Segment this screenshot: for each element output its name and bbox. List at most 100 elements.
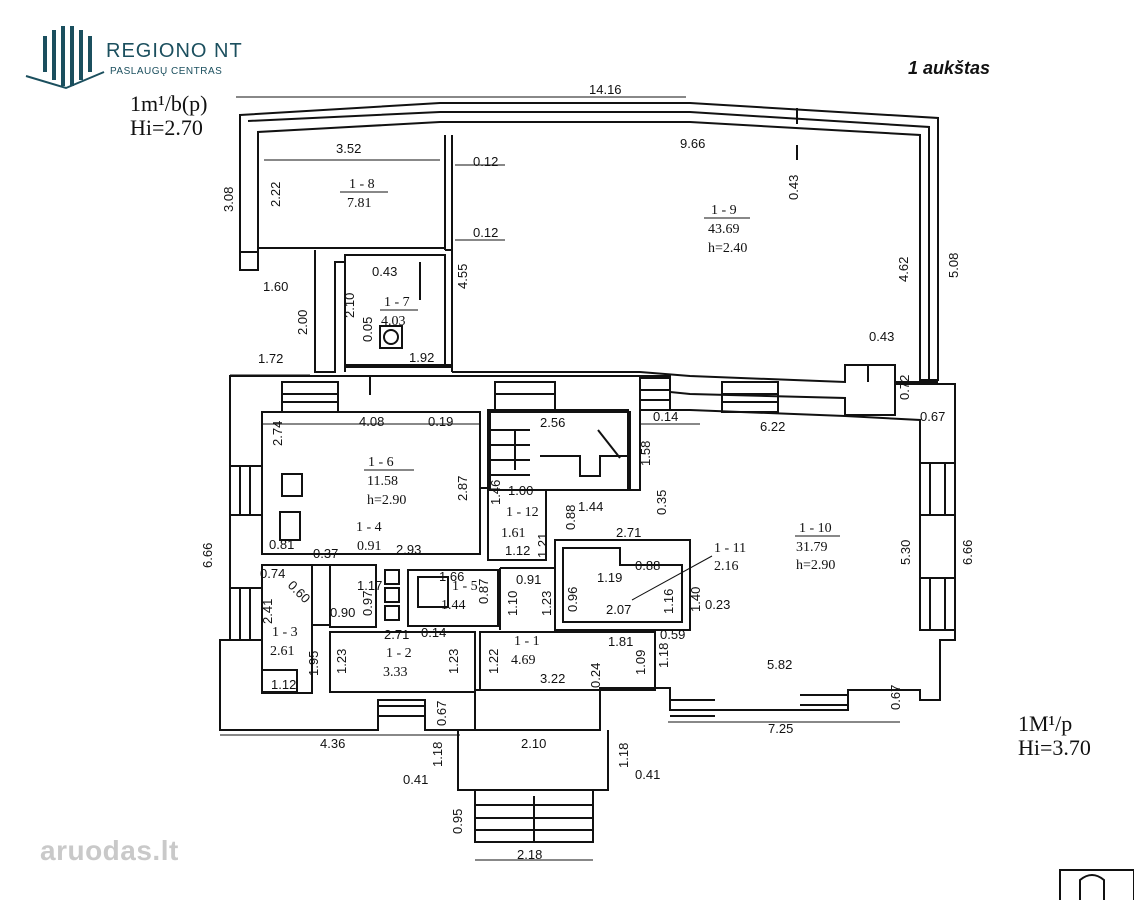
dim-label: 1.12 (271, 677, 296, 692)
dim-label: 1.09 (633, 650, 648, 675)
dim-label: 1.17 (357, 578, 382, 593)
dim-label: 2.10 (521, 736, 546, 751)
annotation-line2: Hi=2.70 (130, 115, 203, 140)
dim-label: 1.23 (539, 591, 554, 616)
dim-label: 2.71 (384, 627, 409, 642)
dim-label: 0.96 (565, 587, 580, 612)
dim-label: 0.90 (330, 605, 355, 620)
dim-label: 0.88 (635, 558, 660, 573)
annotation-line1: 1m¹/b(p) (130, 91, 208, 116)
dim-label: 7.25 (768, 721, 793, 736)
watermark: aruodas.lt (40, 835, 179, 866)
room-area: 1.44 (441, 598, 466, 613)
dim-label: 1.22 (486, 649, 501, 674)
dim-label: 1.81 (608, 634, 633, 649)
toilet-icon (379, 325, 403, 349)
room-area: 11.58 (367, 474, 398, 489)
room-id: 1 - 2 (386, 646, 412, 661)
room-area: 3.33 (383, 665, 408, 680)
room-area: 1.61 (501, 526, 526, 541)
dim-label: 6.22 (760, 419, 785, 434)
dim-label: 4.08 (359, 414, 384, 429)
dim-label: 1.40 (688, 587, 703, 612)
dim-label: 1.95 (306, 651, 321, 676)
dim-label: 2.22 (268, 182, 283, 207)
dim-label: 0.97 (360, 591, 375, 616)
dim-label: 0.24 (588, 663, 603, 688)
annotation-top-left: 1m¹/b(p) Hi=2.70 (130, 92, 207, 140)
dim-label: 0.91 (516, 572, 541, 587)
room-id: 1 - 4 (356, 520, 382, 535)
room-area: 4.03 (381, 314, 406, 329)
room-height: h=2.90 (367, 493, 406, 508)
room-1-5-outline (407, 569, 499, 627)
room-area: 7.81 (347, 196, 372, 211)
logo-title: REGIONO NT (106, 40, 243, 62)
room-1-2-outline (329, 631, 476, 693)
dim-label: 6.66 (960, 540, 975, 565)
dim-label: 2.93 (396, 542, 421, 557)
dim-label: 0.59 (660, 627, 685, 642)
floor-label: 1 aukštas (908, 58, 991, 78)
dim-label: 0.12 (473, 154, 498, 169)
room-1-6-outline (261, 411, 481, 555)
dim-label: 2.87 (455, 476, 470, 501)
bathtub-icon (417, 576, 449, 608)
room-id: 1 - 1 (514, 634, 540, 649)
dim-label: 0.67 (434, 701, 449, 726)
window-right (920, 462, 955, 631)
dim-label: 5.08 (946, 253, 961, 278)
dim-label: 3.08 (221, 187, 236, 212)
room-area: 0.91 (357, 539, 382, 554)
dim-label: 0.95 (450, 809, 465, 834)
room-1-1-label: 1 - 1 4.69 (511, 634, 540, 668)
dim-label: 0.14 (653, 409, 678, 424)
annotation-line2: Hi=3.70 (1018, 735, 1091, 760)
dim-label: 1.58 (638, 441, 653, 466)
dim-label: 0.67 (920, 409, 945, 424)
room-id: 1 - 8 (349, 177, 375, 192)
dim-label: 3.52 (336, 141, 361, 156)
room-id: 1 - 12 (506, 505, 539, 520)
dim-label: 0.19 (428, 414, 453, 429)
dim-label: 0.43 (786, 175, 801, 200)
stove-icon (279, 511, 301, 541)
dim-label: 1.18 (616, 743, 631, 768)
window-top (281, 377, 779, 413)
main-inner-wall (262, 409, 940, 631)
dim-label: 0.14 (421, 625, 446, 640)
window-bottom (378, 694, 848, 717)
dim-label: 0.41 (635, 767, 660, 782)
room-1-10-label: 1 - 10 31.79 h=2.90 (795, 521, 840, 573)
room-1-6-label: 1 - 6 11.58 h=2.90 (364, 455, 414, 508)
dim-label: 0.72 (897, 375, 912, 400)
room-area: 31.79 (796, 540, 828, 555)
room-id: 1 - 9 (711, 203, 737, 218)
dim-label: 1.92 (409, 350, 434, 365)
dim-label: 6.66 (200, 543, 215, 568)
room-1-2-label: 1 - 2 3.33 (383, 646, 412, 680)
dim-label: 0.81 (269, 537, 294, 552)
room-1-9-label: 1 - 9 43.69 h=2.40 (704, 203, 750, 256)
dim-label: 1.16 (661, 589, 676, 614)
dim-label: 0.35 (654, 490, 669, 515)
annex-inner-wall (247, 111, 930, 380)
room-id: 1 - 6 (368, 455, 394, 470)
dim-label: 0.43 (869, 329, 894, 344)
room-area: 43.69 (708, 222, 740, 237)
room-area: 2.16 (714, 559, 739, 574)
dim-label: 1.72 (258, 351, 283, 366)
room-id: 1 - 7 (384, 295, 410, 310)
window-left (230, 465, 262, 641)
dim-label: 2.56 (540, 415, 565, 430)
logo-mark (25, 26, 105, 90)
dim-label: 14.16 (589, 82, 622, 97)
room-1-4-label: 1 - 4 0.91 (356, 520, 382, 554)
room-id: 1 - 10 (799, 521, 832, 536)
dim-label: 0.60 (285, 578, 314, 607)
dim-label: 1.60 (263, 279, 288, 294)
dim-label: 2.18 (517, 847, 542, 862)
room-height: h=2.40 (708, 241, 747, 256)
entrance-steps (457, 689, 609, 843)
